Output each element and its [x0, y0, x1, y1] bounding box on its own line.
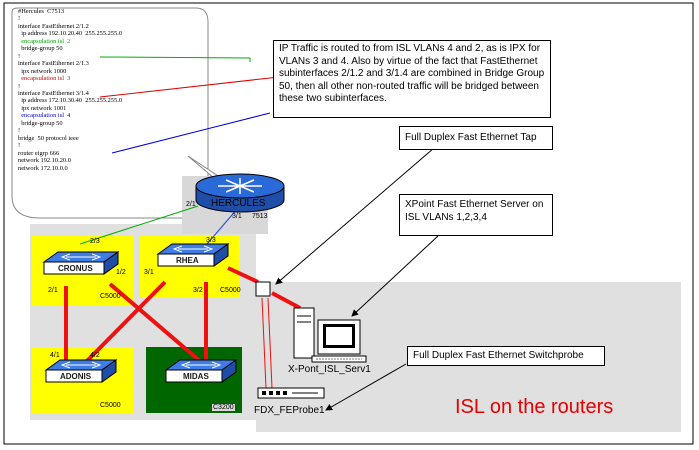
link-tap-probe-b [267, 297, 273, 389]
config-line: ! [18, 127, 21, 135]
config-line: ip address 192.10.20.40 255.255.255.0 [18, 30, 123, 38]
rhea-port-31: 3/1 [144, 269, 154, 276]
callout-xpoint: XPoint Fast Ethernet Server on ISL VLANs… [399, 194, 553, 236]
config-line: #Hercules C7513 [18, 8, 65, 15]
rhea-port-32: 3/2 [193, 287, 203, 294]
arrow-tap [275, 147, 435, 285]
router-model: 7513 [252, 213, 268, 220]
line-isl3 [99, 75, 289, 98]
link-rhea-tap [227, 266, 259, 284]
config-line: encapsulation isl 3 [18, 75, 71, 83]
config-line: ! [18, 15, 21, 23]
probe-device-icon [257, 387, 325, 399]
midas-model: C3200 [212, 404, 235, 411]
config-line: interface FastEthernet 2/1.2 [18, 22, 89, 30]
config-box [11, 7, 209, 219]
config-line: network 172.10.0.0 [18, 164, 68, 172]
adonis-name: ADONIS [60, 372, 92, 381]
arrow-xpoint [351, 235, 439, 317]
rhea-switch [156, 243, 230, 267]
config-line: ! [18, 82, 21, 90]
config-line: ! [18, 142, 21, 150]
diagram-title: ISL on the routers [455, 396, 614, 418]
cronus-port-21: 2/1 [48, 287, 58, 294]
router-port-left: 2/1 [186, 201, 196, 208]
link-tap-server [271, 291, 301, 310]
link-router-rhea [206, 207, 239, 245]
config-line: network 192.10.20.0 [18, 157, 71, 165]
config-line: encapsulation isl 2 [18, 37, 71, 45]
cronus-model: C5000 [100, 293, 121, 300]
line-isl4 [111, 112, 271, 154]
rhea-port-33: 3/3 [206, 237, 216, 244]
callout-tap: Full Duplex Fast Ethernet Tap [399, 126, 553, 150]
link-cronus-midas [108, 282, 210, 370]
config-line: router eigrp 666 [18, 149, 60, 157]
server-name: X-Pont_ISL_Serv1 [288, 364, 371, 375]
config-line: bridge-group 50 [18, 119, 63, 127]
midas-switch [164, 359, 238, 383]
cronus-port-23: 2/3 [90, 238, 100, 245]
config-line: ! [18, 52, 21, 60]
config-line: bridge-group 50 [18, 45, 63, 53]
router-name: HERCULES [211, 198, 266, 209]
config-line: ipx network 1000 [18, 67, 67, 75]
link-router-cronus [79, 205, 199, 245]
config-line: ip address 172.10.30.40 255.255.255.0 [18, 97, 123, 105]
rhea-name: RHEA [176, 256, 199, 265]
server-computer-icon [293, 307, 367, 363]
probe-name: FDX_FEProbe1 [254, 405, 325, 416]
config-line: bridge 50 protocol ieee [18, 134, 79, 142]
rhea-model: C5000 [220, 287, 241, 294]
config-line: ipx network 1001 [18, 104, 67, 112]
cronus-switch [42, 251, 120, 275]
cronus-name: CRONUS [58, 264, 93, 273]
hercules-router [195, 173, 285, 213]
adonis-switch [44, 359, 118, 383]
config-line: encapsulation isl 4 [18, 112, 71, 120]
adonis-model: C5000 [100, 402, 121, 409]
line-isl2 [99, 56, 251, 62]
arrow-probe [325, 363, 407, 411]
adonis-port-42: 4/2 [90, 352, 100, 359]
router-port-right: 3/1 [232, 213, 242, 220]
callout-probe: Full Duplex Fast Ethernet Switchprobe [407, 346, 605, 366]
router-config-text: #Hercules C7513!interface FastEthernet 2… [18, 8, 194, 222]
config-line: interface FastEthernet 2/1.3 [18, 60, 89, 68]
link-tap-probe-a [261, 297, 267, 389]
tap-device [255, 281, 271, 297]
link-rhea-adonis [78, 280, 167, 370]
adonis-port-41: 4/1 [50, 352, 60, 359]
callout-ip-traffic: IP Traffic is routed to from ISL VLANs 4… [273, 40, 551, 118]
config-line: interface FastEthernet 3/1.4 [18, 89, 89, 97]
cronus-port-12: 1/2 [116, 269, 126, 276]
midas-name: MIDAS [183, 372, 209, 381]
